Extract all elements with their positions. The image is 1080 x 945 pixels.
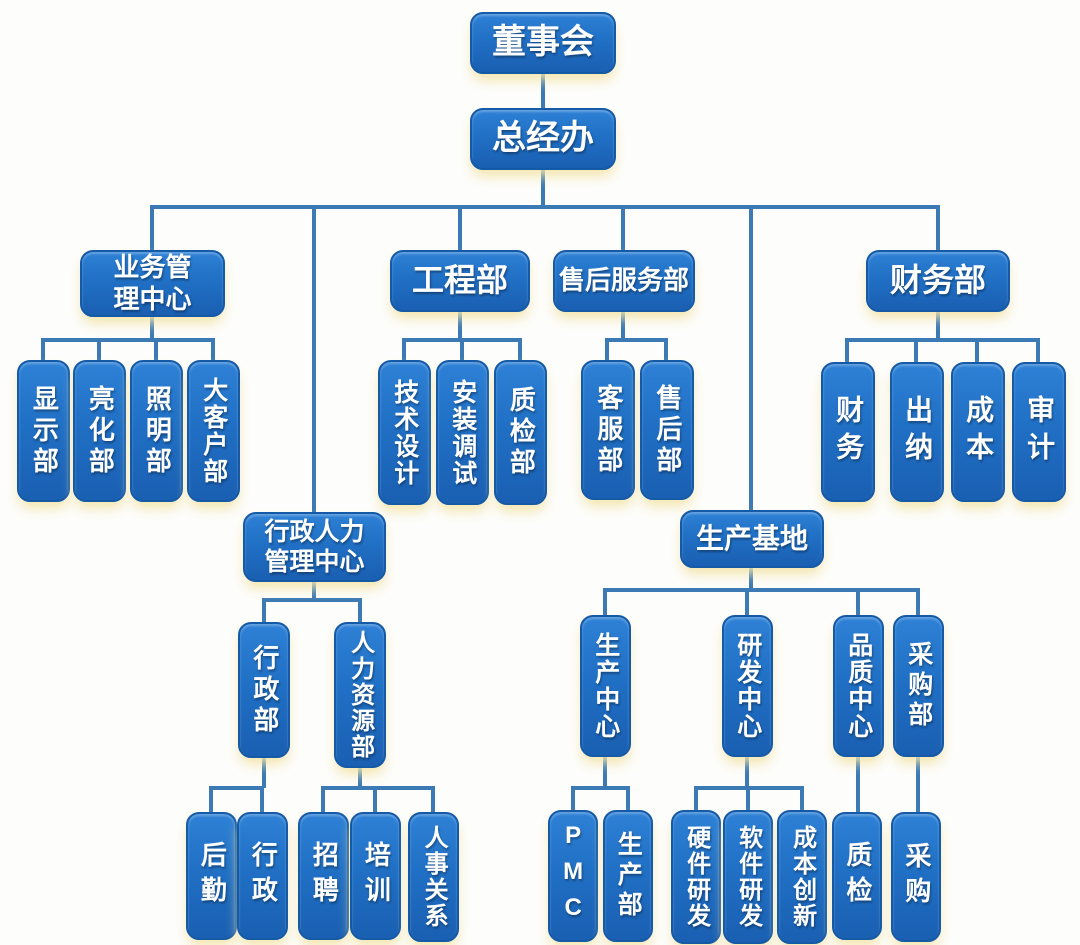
node-display-dept: 显示部: [17, 360, 70, 502]
connector: [431, 786, 435, 812]
node-business-mgmt-center: 业务管理中心: [80, 250, 225, 317]
node-procurement: 采购: [891, 812, 941, 942]
node-admin-dept: 行政部: [238, 622, 290, 758]
connector: [262, 757, 266, 788]
node-production-base: 生产基地: [680, 510, 824, 568]
connector: [211, 338, 215, 362]
connector: [975, 338, 979, 362]
node-pmc: PMC: [548, 810, 598, 942]
connector: [1036, 338, 1040, 362]
node-customer-service-dept: 客服部: [581, 360, 635, 500]
connector: [458, 312, 462, 340]
connector: [260, 786, 264, 812]
node-after-sales-service-dept: 售后服务部: [553, 250, 695, 312]
node-hr-dept: 人力资源部: [334, 622, 386, 768]
connector: [402, 338, 406, 362]
connector: [936, 312, 940, 340]
connector: [916, 588, 920, 615]
connector: [150, 205, 940, 209]
node-gm-office: 总经办: [470, 108, 616, 170]
node-logistics: 后勤: [186, 812, 237, 940]
connector: [312, 582, 316, 600]
connector: [605, 338, 609, 362]
node-audit: 审计: [1012, 362, 1066, 502]
connector: [358, 598, 362, 622]
node-engineering-dept: 工程部: [390, 250, 530, 312]
connector: [605, 338, 668, 342]
connector: [936, 205, 940, 250]
connector: [664, 338, 668, 362]
node-hardware-rd: 硬件研发: [671, 810, 721, 944]
connector: [845, 338, 849, 362]
connector: [358, 767, 362, 788]
node-recruitment: 招聘: [298, 812, 349, 940]
node-quality-inspection: 质检: [832, 812, 882, 940]
connector: [800, 786, 804, 812]
node-label: 行政人力管理中心: [264, 517, 365, 577]
connector: [571, 786, 630, 790]
connector: [150, 316, 154, 340]
connector: [749, 205, 753, 510]
node-production-center: 生产中心: [580, 615, 631, 757]
node-admin-hr-center: 行政人力管理中心: [243, 512, 386, 582]
connector: [209, 786, 213, 812]
node-procurement-dept: 采购部: [893, 615, 944, 757]
connector: [621, 205, 625, 250]
connector: [41, 338, 45, 362]
connector: [154, 338, 158, 362]
node-cost-innovation: 成本创新: [777, 810, 827, 944]
node-installation-commissioning: 安装调试: [436, 360, 489, 505]
node-rd-center: 研发中心: [722, 615, 773, 757]
connector: [541, 73, 545, 109]
connector: [209, 786, 264, 790]
connector: [914, 338, 918, 362]
connector: [571, 786, 575, 812]
connector: [41, 338, 215, 342]
connector: [603, 588, 920, 592]
connector: [745, 588, 749, 615]
connector: [603, 588, 607, 615]
node-key-accounts-dept: 大客户部: [187, 360, 240, 502]
node-brightening-dept: 亮化部: [73, 360, 126, 502]
connector: [518, 338, 522, 362]
node-finance: 财务: [821, 362, 875, 502]
connector: [541, 169, 545, 207]
connector: [749, 568, 753, 590]
node-label: 业务管理中心: [113, 251, 192, 314]
node-board: 董事会: [470, 12, 616, 74]
node-training: 培训: [350, 812, 401, 940]
connector: [603, 757, 607, 788]
node-cashier: 出纳: [890, 362, 944, 502]
node-tech-design: 技术设计: [378, 360, 431, 505]
connector: [458, 205, 462, 250]
connector: [694, 786, 698, 812]
connector: [745, 757, 749, 788]
connector: [150, 205, 154, 250]
connector: [460, 338, 464, 362]
node-quality-inspection-dept: 质检部: [494, 360, 547, 505]
connector: [312, 205, 316, 512]
connector: [746, 786, 750, 812]
node-production-dept: 生产部: [603, 810, 653, 942]
connector: [373, 786, 377, 812]
connector: [262, 598, 266, 622]
connector: [845, 338, 1038, 342]
connector: [856, 757, 860, 812]
node-illumination-dept: 照明部: [130, 360, 183, 502]
node-finance-dept: 财务部: [866, 250, 1010, 312]
connector: [916, 757, 920, 812]
node-cost: 成本: [951, 362, 1005, 502]
node-employee-relations: 人事关系: [408, 812, 459, 942]
connector: [262, 598, 362, 602]
node-software-rd: 软件研发: [723, 810, 773, 944]
connector: [856, 588, 860, 615]
connector: [626, 786, 630, 812]
connector: [621, 312, 625, 340]
connector: [321, 786, 435, 790]
node-after-sales-dept: 售后部: [640, 360, 694, 500]
node-admin: 行政: [237, 812, 288, 940]
connector: [97, 338, 101, 362]
node-quality-center: 品质中心: [833, 615, 884, 757]
connector: [321, 786, 325, 812]
